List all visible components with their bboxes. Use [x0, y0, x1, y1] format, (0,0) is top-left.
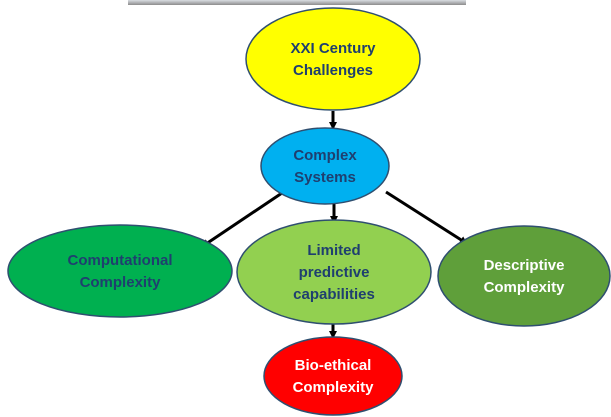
- node-shape-complex-systems: [260, 127, 390, 205]
- node-label-xxi-century-challenges-line-1: Challenges: [293, 62, 373, 79]
- arrow-complex-systems-to-descriptive-complexity: [385, 190, 468, 245]
- node-label-complex-systems-line-1: Systems: [294, 169, 356, 186]
- node-label-bio-ethical-complexity-line-0: Bio-ethical: [295, 357, 372, 374]
- node-label-limited-predictive-capabilities-line-2: capabilities: [293, 286, 375, 303]
- node-shape-xxi-century-challenges: [245, 7, 421, 111]
- node-label-computational-complexity-line-1: Complexity: [80, 274, 162, 291]
- top-photo-strip: [128, 0, 466, 5]
- nodes-layer: XXI CenturyChallengesComplexSystemsCompu…: [7, 7, 611, 416]
- node-label-computational-complexity-line-0: Computational: [68, 252, 173, 269]
- node-shape-limited-predictive-capabilities: [236, 219, 432, 325]
- node-label-descriptive-complexity-line-1: Complexity: [484, 279, 566, 296]
- node-label-descriptive-complexity-line-0: Descriptive: [484, 257, 565, 274]
- node-label-complex-systems-line-0: Complex: [293, 147, 357, 164]
- node-label-xxi-century-challenges-line-0: XXI Century: [290, 40, 376, 57]
- node-shape-descriptive-complexity: [437, 225, 611, 327]
- node-limited-predictive-capabilities: Limited predictive capabilities: [236, 219, 432, 325]
- node-label-limited-predictive-capabilities-line-1: predictive: [299, 264, 370, 281]
- arrow-complex-systems-to-computational-complexity: [201, 191, 283, 248]
- node-label-bio-ethical-complexity-line-1: Complexity: [293, 379, 375, 396]
- node-shape-bio-ethical-complexity: [263, 336, 403, 416]
- node-shape-computational-complexity: [7, 224, 233, 318]
- node-label-limited-predictive-capabilities-line-0: Limited: [307, 242, 360, 259]
